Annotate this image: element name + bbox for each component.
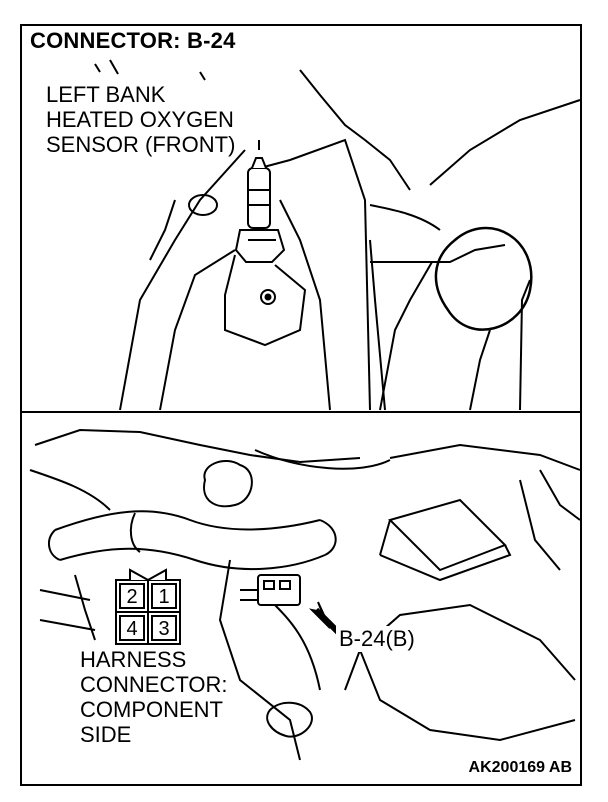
harness-label: HARNESS CONNECTOR: COMPONENT SIDE <box>80 647 228 747</box>
pin-number: 3 <box>158 618 169 640</box>
pin-number: 4 <box>126 618 137 640</box>
pin-number: 2 <box>126 586 137 608</box>
upper-engine-view <box>94 59 581 411</box>
pin-number: 1 <box>158 586 169 608</box>
sensor-label-line: SENSOR (FRONT) <box>46 132 236 157</box>
harness-label-line: SIDE <box>80 722 132 747</box>
sensor-label: LEFT BANK HEATED OXYGEN SENSOR (FRONT) <box>46 82 235 157</box>
pin-cell-3 <box>151 615 177 641</box>
pin-cell-1 <box>151 583 177 609</box>
lower-engine-view <box>29 428 581 761</box>
harness-label-line: CONNECTOR: <box>80 672 228 697</box>
pin-cell-4 <box>119 615 145 641</box>
connector-face-diagram <box>115 568 181 645</box>
harness-connector-icon <box>240 574 301 606</box>
diagram-frame <box>20 24 582 786</box>
connector-callout: B-24(B) <box>336 626 418 652</box>
sensor-label-line: LEFT BANK <box>46 82 166 107</box>
oxygen-sensor-icon <box>234 157 286 263</box>
harness-label-line: COMPONENT <box>80 697 223 722</box>
pin-cell-2 <box>119 583 145 609</box>
sensor-label-line: HEATED OXYGEN <box>46 107 234 132</box>
harness-label-line: HARNESS <box>80 647 187 672</box>
page-title: CONNECTOR: B-24 <box>30 28 236 53</box>
figure-code: AK200169 AB <box>464 758 576 778</box>
